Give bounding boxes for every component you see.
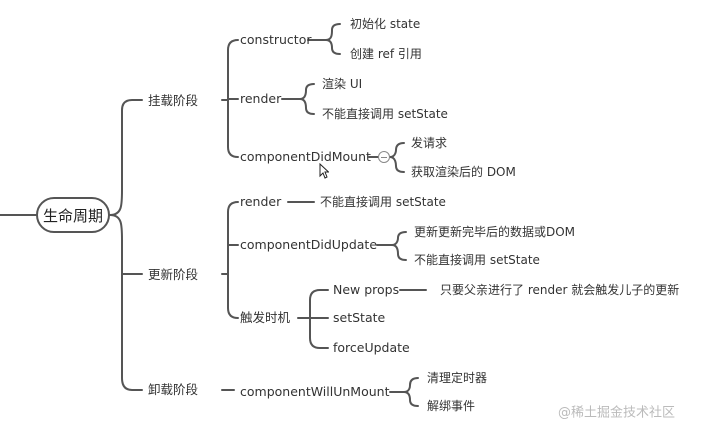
leaf-send-request[interactable]: 发请求 <box>411 136 448 150</box>
leaf-no-setstate-update[interactable]: 不能直接调用 setState <box>414 253 540 267</box>
leaf-no-setstate-render[interactable]: 不能直接调用 setState <box>320 195 446 209</box>
leaf-create-ref[interactable]: 创建 ref 引用 <box>350 47 422 61</box>
node-render-mount[interactable]: render <box>240 91 282 106</box>
leaf-render-ui[interactable]: 渲染 UI <box>322 77 363 91</box>
watermark: @稀土掘金技术社区 <box>558 405 676 421</box>
mouse-cursor-icon <box>319 163 329 179</box>
leaf-init-state[interactable]: 初始化 state <box>350 17 421 31</box>
node-set-state[interactable]: setState <box>333 310 386 325</box>
node-component-did-mount[interactable]: componentDidMount <box>240 149 371 164</box>
node-constructor[interactable]: constructor <box>240 32 312 47</box>
leaf-update-dom[interactable]: 更新更新完毕后的数据或DOM <box>414 225 576 239</box>
root-node[interactable]: 生命周期 <box>36 197 110 233</box>
leaf-unbind-events[interactable]: 解绑事件 <box>427 399 476 413</box>
node-component-did-update[interactable]: componentDidUpdate <box>240 237 378 252</box>
node-force-update[interactable]: forceUpdate <box>333 340 410 355</box>
node-render-update[interactable]: render <box>240 194 282 209</box>
leaf-parent-render[interactable]: 只要父亲进行了 render 就会触发儿子的更新 <box>440 283 680 297</box>
leaf-clear-timers[interactable]: 清理定时器 <box>427 371 488 385</box>
leaf-get-dom[interactable]: 获取渲染后的 DOM <box>411 165 516 179</box>
collapse-toggle-icon[interactable] <box>378 151 390 163</box>
phase-unmount[interactable]: 卸载阶段 <box>148 382 199 397</box>
leaf-no-setstate-mount[interactable]: 不能直接调用 setState <box>322 107 448 121</box>
phase-mount[interactable]: 挂载阶段 <box>148 93 199 108</box>
node-triggers[interactable]: 触发时机 <box>240 310 291 325</box>
node-new-props[interactable]: New props <box>333 282 400 297</box>
phase-update[interactable]: 更新阶段 <box>148 267 199 282</box>
node-component-will-unmount[interactable]: componentWillUnMount <box>240 384 390 399</box>
